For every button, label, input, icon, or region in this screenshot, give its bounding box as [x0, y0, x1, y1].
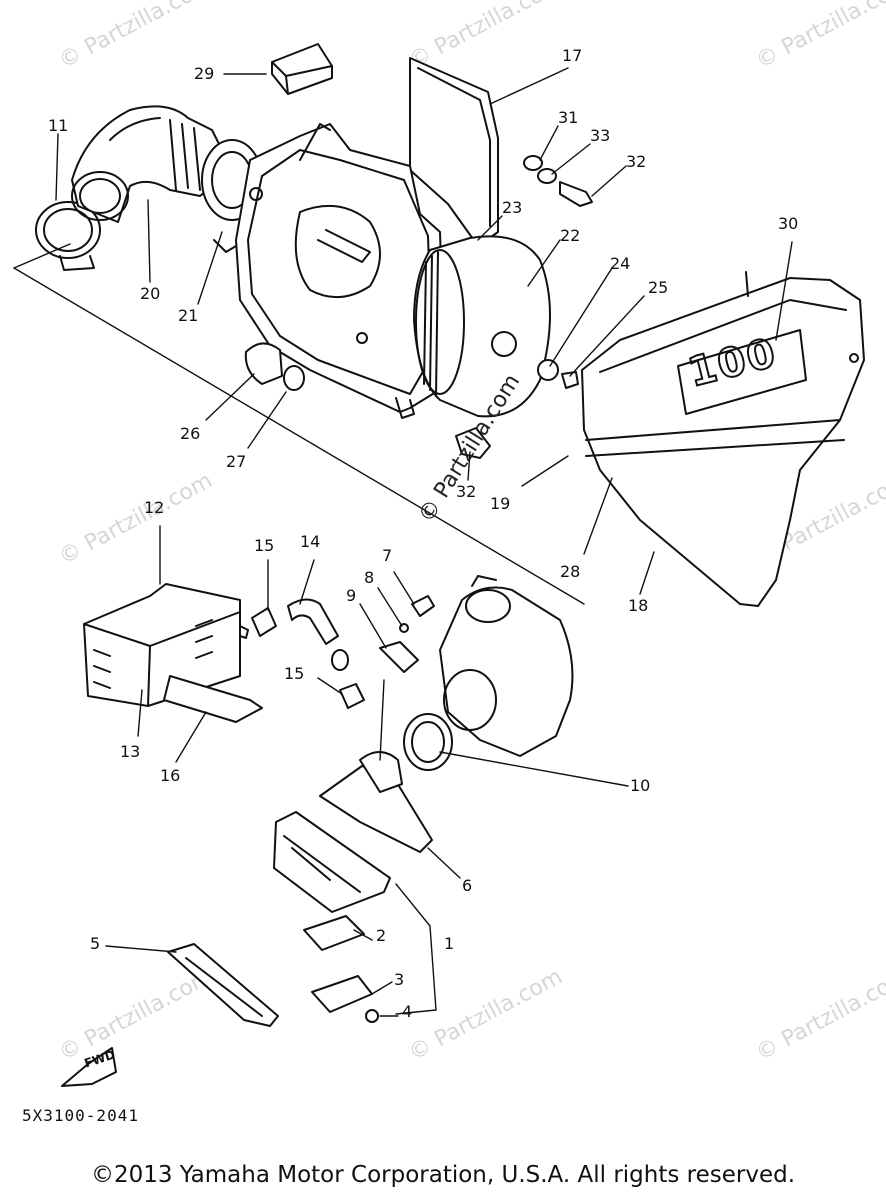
part-11-clamp: [35, 201, 101, 271]
part-label: 30: [778, 214, 799, 233]
part-label: 13: [120, 742, 141, 761]
part-24-25-fasteners: [537, 359, 579, 389]
part-label: 19: [490, 494, 511, 513]
part-label: 7: [382, 546, 393, 565]
part-label: 15: [254, 536, 275, 555]
diagram-code: 5X3100-2041: [22, 1106, 139, 1125]
part-label: 16: [160, 766, 181, 785]
part-label: 29: [194, 64, 215, 83]
part-label: 27: [226, 452, 247, 471]
part-label: 12: [144, 498, 165, 517]
part-label: 1: [444, 934, 455, 953]
part-label: 26: [180, 424, 201, 443]
part-label: 18: [628, 596, 649, 615]
part-label: 10: [630, 776, 651, 795]
part-22-filter-element: [413, 235, 551, 418]
part-label: 24: [610, 254, 631, 273]
part-9-8-7-bracket-bolt: [379, 595, 435, 673]
part-31-33-32-bolt-set: [523, 155, 593, 207]
fwd-arrow: [61, 1047, 117, 1087]
part-16-strap: [163, 675, 263, 723]
part-label: 3: [394, 970, 405, 989]
part-5-gasket: [167, 943, 279, 1027]
part-2-3-4-reed-parts: [303, 915, 379, 1023]
part-label: 6: [462, 876, 473, 895]
part-label: 5: [90, 934, 101, 953]
part-label: 17: [562, 46, 583, 65]
part-label: 32: [456, 482, 477, 501]
carburetor-body: [439, 575, 574, 757]
part-29-block: [271, 43, 333, 95]
part-label: 8: [364, 568, 375, 587]
part-1-reed-valve: [273, 811, 391, 913]
part-10-clamp: [403, 713, 453, 771]
part-label: 22: [560, 226, 581, 245]
part-15-clips: [251, 607, 365, 709]
part-14-hose: [287, 598, 349, 671]
part-18-side-cover: [581, 271, 865, 607]
part-label: 4: [402, 1002, 413, 1021]
part-12-silencer: [83, 583, 249, 707]
part-20-elbow-hose: [71, 105, 233, 223]
part-label: 2: [376, 926, 387, 945]
leader-lines: [13, 67, 793, 1017]
copyright-notice: ©2013 Yamaha Motor Corporation, U.S.A. A…: [90, 1162, 796, 1188]
part-label: 14: [300, 532, 321, 551]
part-label: 11: [48, 116, 69, 135]
part-label: 23: [502, 198, 523, 217]
part-6-manifold: [319, 751, 433, 853]
part-label: 31: [558, 108, 579, 127]
part-label: 9: [346, 586, 357, 605]
part-label: 21: [178, 306, 199, 325]
part-label: 15: [284, 664, 305, 683]
part-26-27-joint-clip: [244, 342, 305, 391]
part-32-bolt: [455, 427, 491, 459]
part-label: 33: [590, 126, 611, 145]
part-label: 25: [648, 278, 669, 297]
part-label: 32: [626, 152, 647, 171]
part-label: 20: [140, 284, 161, 303]
part-label: 28: [560, 562, 581, 581]
